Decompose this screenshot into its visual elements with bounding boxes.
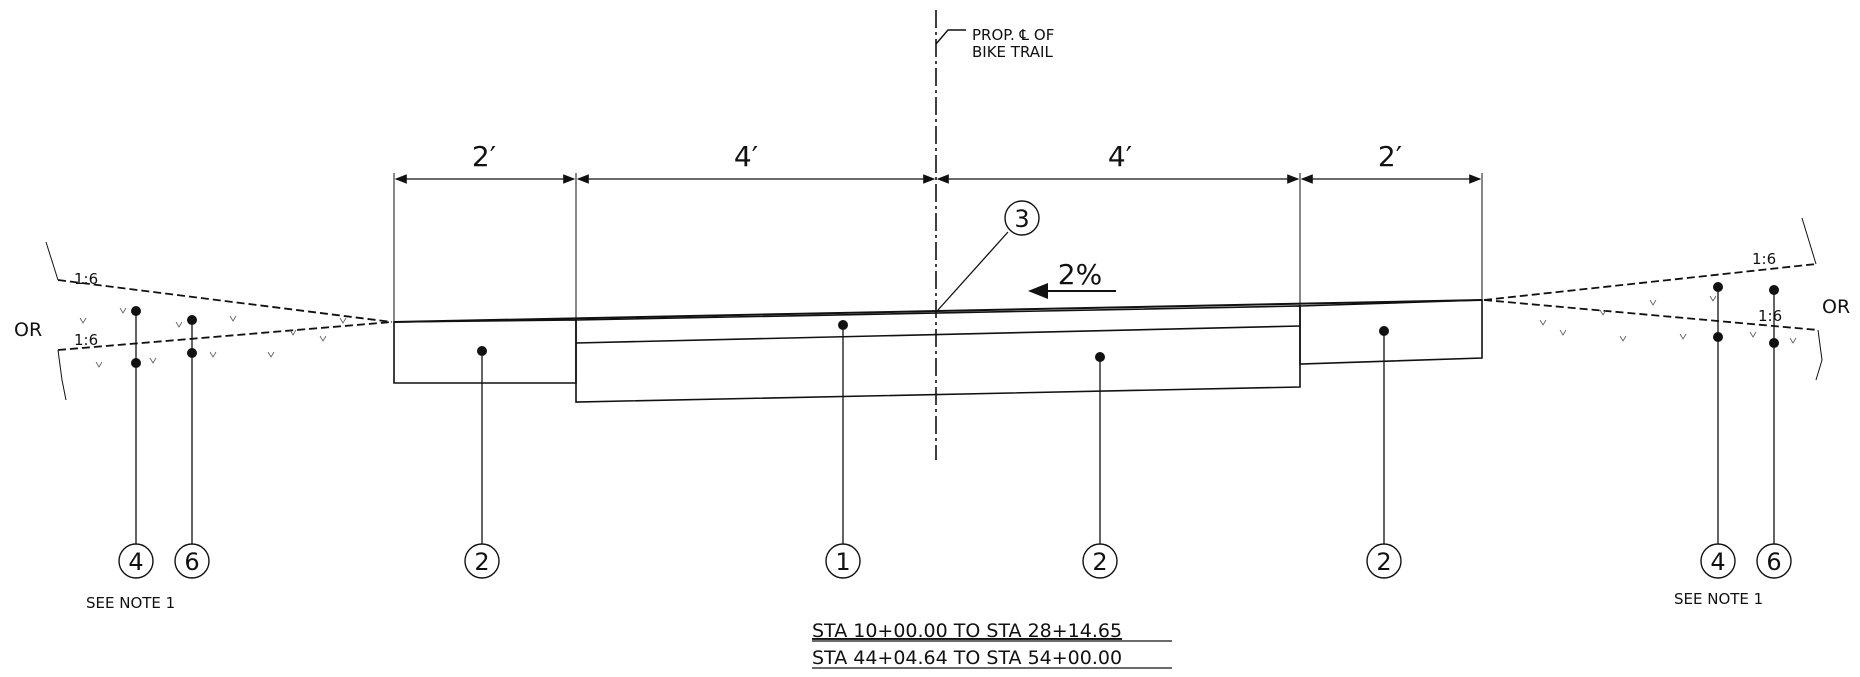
- slope-left-upper: 1:6: [74, 270, 98, 288]
- centerline-label-line2: BIKE TRAIL: [972, 43, 1053, 61]
- grass-texture: [79, 287, 1797, 368]
- slope-right-lower: 1:6: [1758, 307, 1782, 325]
- slope-left-lower: 1:6: [74, 331, 98, 349]
- callout-left-shoulder-2: 2: [474, 548, 489, 576]
- note-left: SEE NOTE 1: [86, 594, 175, 612]
- pavement-section: [393, 299, 1483, 403]
- callout-left-6: 6: [184, 548, 199, 576]
- or-label-left: OR: [14, 319, 42, 341]
- cross-slope-label: 2%: [1058, 258, 1102, 291]
- dim-right-lane: 4′: [1108, 140, 1132, 173]
- callout-top-3: 3: [1014, 205, 1029, 233]
- dim-left-lane: 4′: [734, 140, 758, 173]
- callout-center-2: 2: [1092, 548, 1107, 576]
- side-slope-lines: [45, 217, 1823, 401]
- callout-leaders: [135, 231, 1775, 545]
- centerline-label-line1: PROP. ℄ OF: [972, 26, 1054, 44]
- callout-dots: [131, 282, 1779, 368]
- callout-circles: [118, 200, 1792, 579]
- dimension-lines: [393, 173, 1483, 322]
- centerline-leader: [935, 29, 966, 45]
- station-range-1: STA 10+00.00 TO STA 28+14.65: [812, 620, 1122, 642]
- callout-right-shoulder-2: 2: [1376, 548, 1391, 576]
- callout-right-4: 4: [1710, 548, 1725, 576]
- or-label-right: OR: [1822, 296, 1850, 318]
- callout-left-4: 4: [128, 548, 143, 576]
- station-range-2: STA 44+04.64 TO STA 54+00.00: [812, 647, 1122, 669]
- callout-center-1: 1: [835, 548, 850, 576]
- dim-left-shoulder: 2′: [472, 140, 496, 173]
- dim-right-shoulder: 2′: [1378, 140, 1402, 173]
- callout-right-6: 6: [1766, 548, 1781, 576]
- slope-right-upper: 1:6: [1752, 250, 1776, 268]
- note-right: SEE NOTE 1: [1674, 590, 1763, 608]
